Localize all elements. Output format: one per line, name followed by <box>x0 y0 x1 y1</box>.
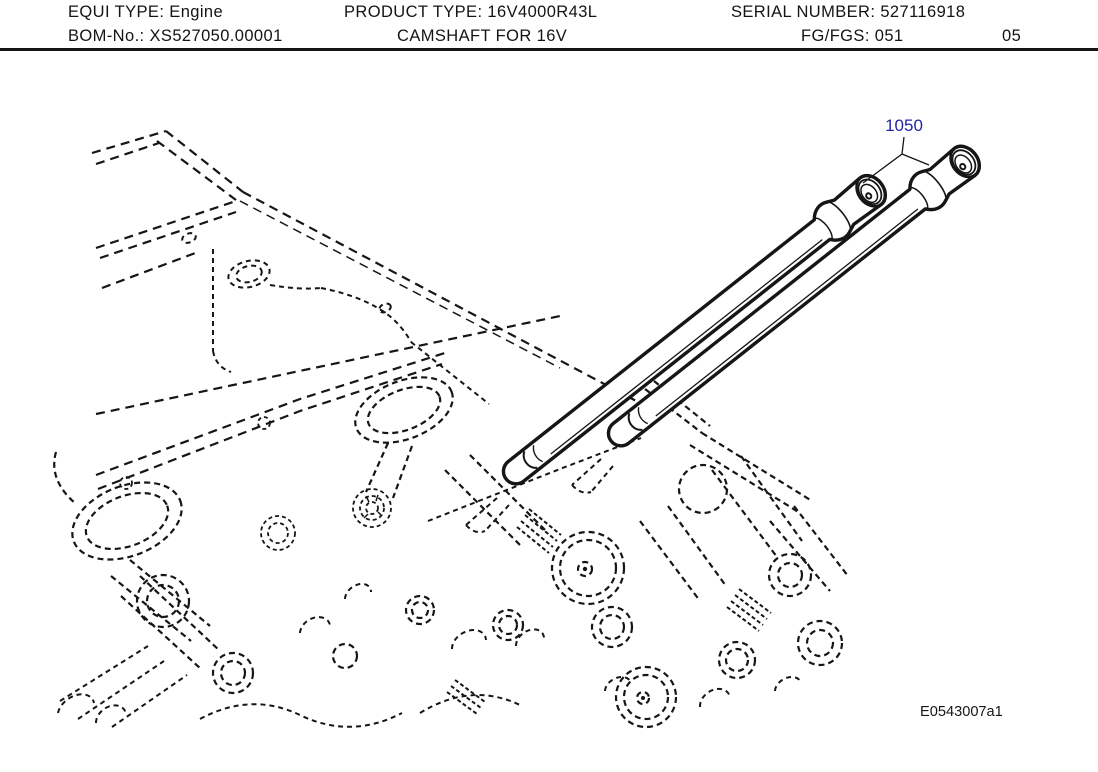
head-face-edges <box>95 314 561 491</box>
valve-cover-edges <box>91 129 641 404</box>
intake-ports <box>53 376 454 561</box>
technical-drawing: 1050 E0543007a1 <box>53 116 1003 729</box>
valve-cover-details <box>181 232 490 405</box>
product-type-field: PRODUCT TYPE: 16V4000R43L <box>344 3 598 21</box>
equi-type-field: EQUI TYPE: Engine <box>68 3 224 21</box>
callout-leader-lines <box>862 136 930 184</box>
pushrod-left <box>501 173 888 486</box>
fg-fgs-field: FG/FGS: 051 <box>801 27 904 45</box>
bottom-contours <box>57 582 802 728</box>
tappet-seats <box>427 437 642 534</box>
header-divider <box>0 48 1098 51</box>
drawing-code-label: E0543007a1 <box>920 704 1003 720</box>
page-code: 05 <box>1002 27 1022 45</box>
rocker-cluster <box>110 380 849 729</box>
serial-number-field: SERIAL NUMBER: 527116918 <box>731 3 966 21</box>
valve-springs <box>446 508 772 715</box>
part-callout-1050[interactable]: 1050 <box>885 116 923 135</box>
figure-subtitle: CAMSHAFT FOR 16V <box>397 27 568 45</box>
pushrod-right <box>606 144 982 448</box>
bolt-holes <box>119 416 392 551</box>
callout-group: 1050 <box>862 116 930 184</box>
bom-number-field: BOM-No.: XS527050.00001 <box>68 27 283 45</box>
